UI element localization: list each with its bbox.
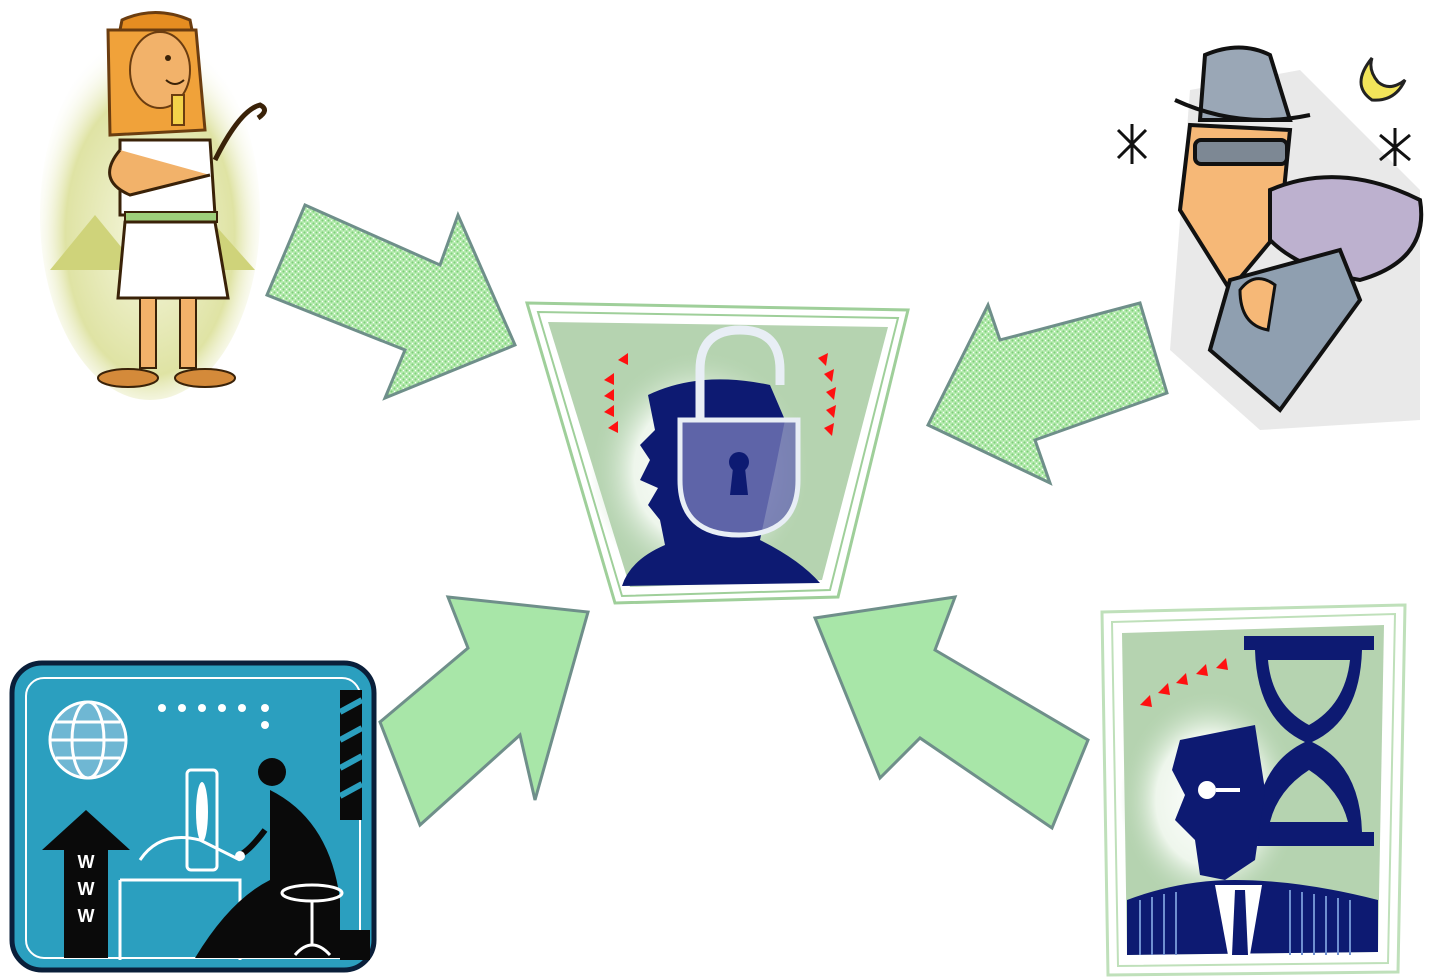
globe-icon	[48, 700, 128, 780]
pharaoh-icon	[40, 11, 267, 400]
arrow-left-up-icon	[812, 595, 1090, 831]
arrow-right-up-icon	[378, 595, 590, 828]
www-letter-3: W	[78, 906, 95, 926]
arrow-left-down-icon	[925, 301, 1169, 486]
padlock-head-icon	[524, 301, 910, 605]
alert-marks-icon	[1140, 658, 1228, 707]
hourglass-man-icon	[1100, 603, 1407, 977]
burglar-icon	[1116, 45, 1424, 430]
alert-marks-icon	[604, 353, 836, 436]
www-letter-2: W	[78, 879, 95, 899]
arrow-right-down-icon	[265, 203, 517, 401]
computer-user-icon: W W W	[9, 660, 377, 973]
www-letter-1: W	[78, 852, 95, 872]
padlock-icon	[677, 325, 801, 538]
